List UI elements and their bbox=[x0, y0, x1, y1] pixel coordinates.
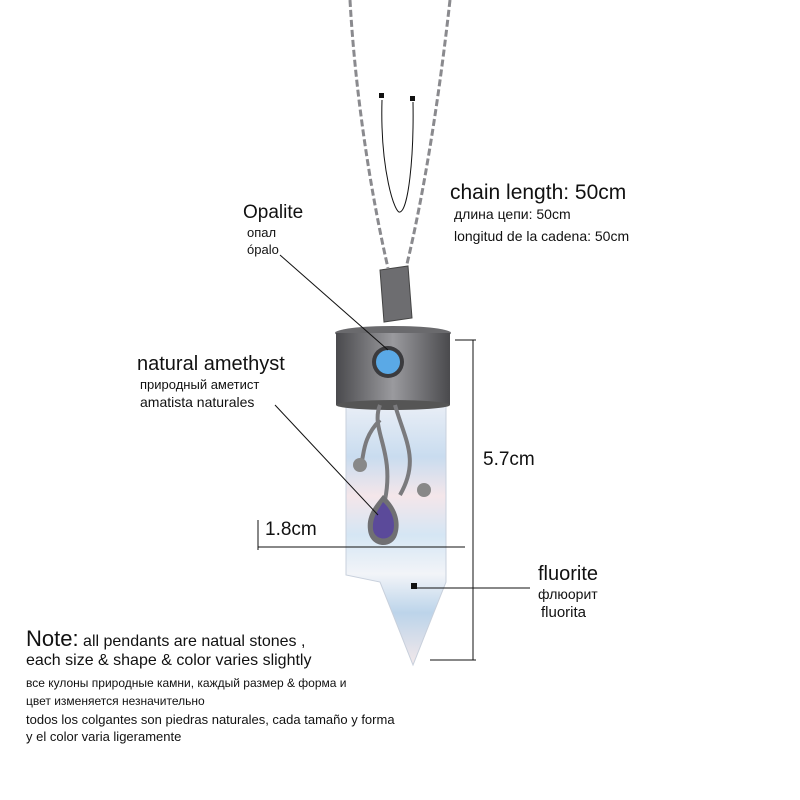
opalite-stone bbox=[376, 350, 400, 374]
amethyst-ru: природный аметист bbox=[140, 377, 260, 392]
opalite-title: Opalite bbox=[243, 202, 304, 223]
chain-length-marker bbox=[379, 93, 415, 213]
fluorite-marker bbox=[411, 583, 417, 589]
amethyst-stone bbox=[372, 502, 394, 539]
opalite-es: ópalo bbox=[247, 242, 279, 257]
note-line-2: each size & shape & color varies slightl… bbox=[26, 652, 312, 669]
pendant-crystal bbox=[335, 326, 451, 667]
fluorite-ru: флюорит bbox=[538, 586, 598, 602]
chain bbox=[348, 0, 452, 269]
height-label: 5.7cm bbox=[483, 449, 535, 470]
opalite-ru: опал bbox=[247, 225, 277, 240]
fluorite-title: fluorite bbox=[538, 563, 599, 585]
note-label: Note: bbox=[26, 626, 79, 651]
chain-length-ru: длина цепи: 50cm bbox=[454, 206, 571, 222]
note-es-2: y el color varia ligeramente bbox=[26, 729, 182, 744]
note-ru-1: все кулоны природные камни, каждый разме… bbox=[26, 676, 347, 690]
width-label: 1.8cm bbox=[265, 519, 317, 540]
fluorite-es: fluorita bbox=[541, 604, 587, 621]
chain-length-title: chain length: 50cm bbox=[450, 181, 627, 204]
leader-lines bbox=[257, 254, 530, 661]
bail bbox=[379, 265, 413, 323]
note-text-1: all pendants are natual stones , bbox=[78, 633, 306, 650]
note-ru-2: цвет изменяется незначительно bbox=[26, 694, 205, 708]
note-es-1: todos los colgantes son piedras naturale… bbox=[26, 712, 395, 727]
note-line-1: Note: all pendants are natual stones , bbox=[26, 628, 305, 650]
chain-length-es: longitud de la cadena: 50cm bbox=[454, 228, 630, 244]
amethyst-title: natural amethyst bbox=[137, 353, 285, 375]
amethyst-es: amatista naturales bbox=[140, 394, 255, 410]
